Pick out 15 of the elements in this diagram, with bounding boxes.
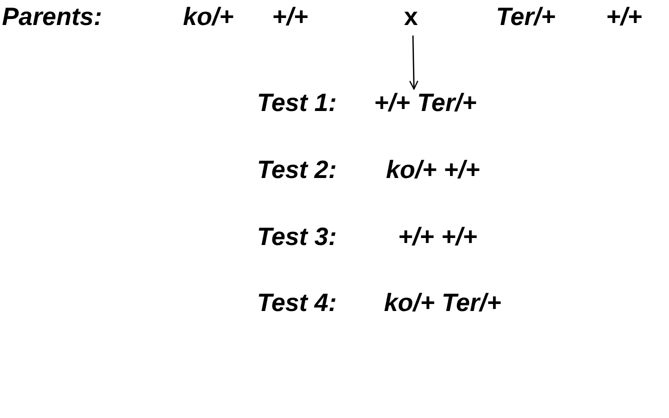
arrow bbox=[409, 35, 418, 90]
cross-symbol: x bbox=[404, 4, 418, 32]
genotype-label: +/+ Ter/+ bbox=[374, 90, 477, 118]
row-label: Test 1: bbox=[257, 90, 337, 118]
row-label: Test 3: bbox=[257, 224, 337, 252]
genotype-label: ko/+ +/+ bbox=[386, 157, 480, 184]
row-label: Test 4: bbox=[257, 290, 337, 318]
row-label: Parents: bbox=[2, 4, 102, 32]
genotype-label: +/+ +/+ bbox=[398, 224, 478, 252]
genotype-label: ko/+ Ter/+ bbox=[384, 290, 502, 318]
genotype-label: +/+ bbox=[272, 4, 308, 32]
genotype-label: ko/+ bbox=[183, 4, 234, 32]
genotype-label: Ter/+ bbox=[496, 4, 556, 32]
genotype-label: +/+ bbox=[606, 4, 642, 32]
row-label: Test 2: bbox=[257, 157, 337, 184]
